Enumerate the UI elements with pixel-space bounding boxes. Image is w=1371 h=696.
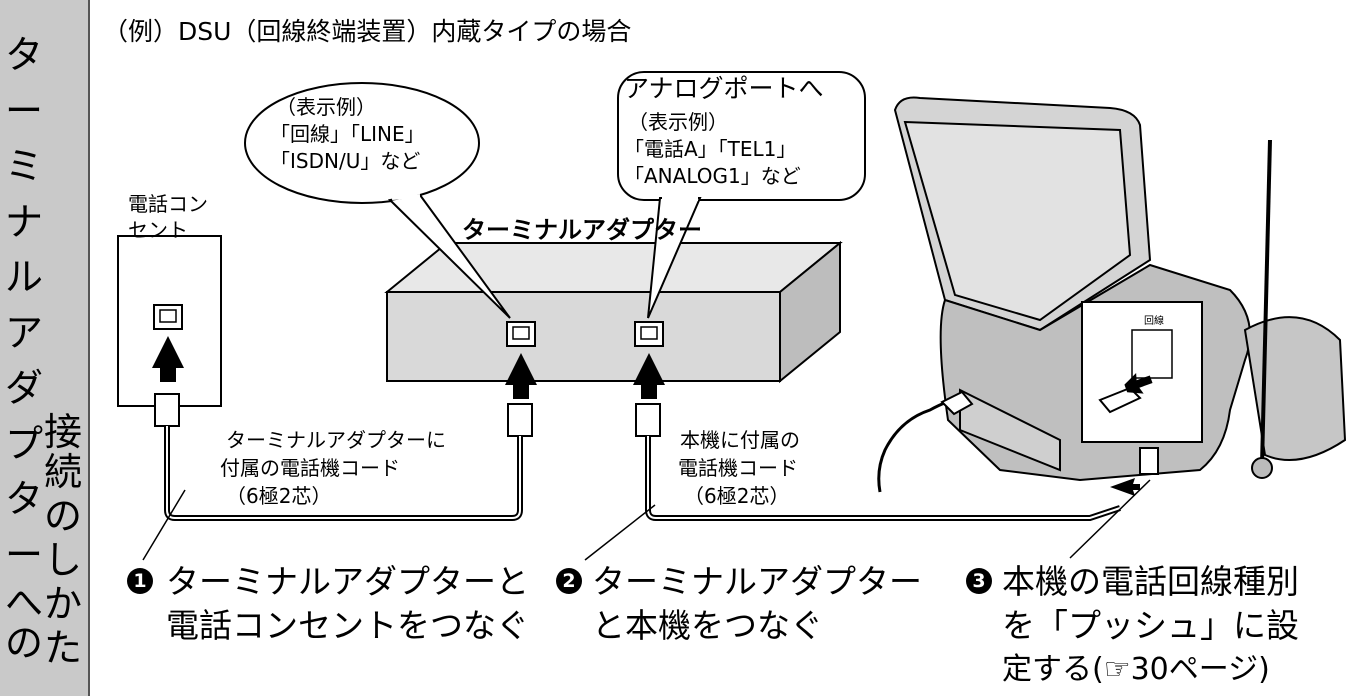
sidebar-char: の (43, 494, 82, 538)
device-port-label: 回線 (1144, 316, 1164, 327)
sidebar-char: し (43, 538, 82, 582)
outlet-label-line2: セント (128, 218, 188, 242)
outlet-jack-icon (153, 304, 183, 330)
bubble-right-line1: アナログポートへ (624, 74, 824, 103)
bubble-left-line2: 「回線」「LINE」 (270, 122, 425, 146)
sidebar-char: か (43, 582, 82, 626)
bubble-right-line4: 「ANALOG1」など (624, 164, 801, 188)
step-2-number: 2 (556, 568, 582, 594)
cord-right-line2: 電話機コード (678, 456, 798, 480)
arrow-right-icon (1110, 372, 1153, 496)
bubble-left-line3: 「ISDN/U」など (270, 149, 421, 173)
sidebar-char: の (4, 621, 43, 665)
sidebar-char: ル (4, 255, 43, 299)
sidebar-char: ー (4, 88, 43, 133)
step-1-line1: ターミナルアダプターと (166, 562, 529, 601)
cord-right-line3: （6極2芯） (684, 484, 790, 508)
sidebar-title: タ ー ミ ナ ル ア ダ プ タ ー (4, 28, 44, 583)
sidebar-char: タ (4, 33, 43, 77)
adapter-front (386, 291, 781, 382)
sidebar-char: タ (4, 477, 43, 521)
cord-right-line1: 本機に付属の (680, 428, 800, 452)
fax-machine (877, 96, 1347, 493)
bubble-left-line1: （表示例） (276, 95, 376, 119)
cord-left-line1: ターミナルアダプターに (226, 428, 446, 452)
adapter-jack-analog-icon (634, 321, 664, 347)
bubble-left (244, 82, 511, 319)
plug-adapter-analog (635, 403, 661, 437)
page-heading: （例）DSU（回線終端装置）内蔵タイプの場合 (103, 17, 632, 46)
sidebar: タ ー ミ ナ ル ア ダ プ タ ー へ の 接 続 の し か た (0, 0, 90, 696)
bubble-right-line3: 「電話A」「TEL1」 (624, 137, 797, 161)
adapter-jack-line-icon (506, 321, 536, 347)
step-3-line1: 本機の電話回線種別 (1002, 562, 1299, 601)
sidebar-char: ア (4, 310, 43, 355)
plug-outlet (154, 393, 180, 427)
sidebar-char: へ (4, 581, 43, 625)
sidebar-title-cont: へ の (4, 583, 44, 663)
adapter-label: ターミナルアダプター (462, 216, 702, 244)
sidebar-char: 接 (43, 410, 82, 454)
sidebar-char: ダ (4, 366, 43, 410)
sidebar-char: プ (4, 421, 43, 466)
sidebar-subtitle: 接 続 の し か た (42, 410, 84, 670)
bubble-right-line2: （表示例） (628, 110, 728, 134)
sidebar-char: た (43, 626, 82, 670)
step-1-number: 1 (127, 568, 153, 594)
step-2-line1: ターミナルアダプター (592, 562, 922, 601)
outlet-label-line1: 電話コン (128, 192, 208, 216)
step-1-line2: 電話コンセントをつなぐ (166, 606, 529, 645)
step-3-line2: を「プッシュ」に設 (1002, 606, 1299, 645)
sidebar-char: ミ (4, 144, 43, 188)
bubble-right (617, 71, 866, 319)
step-3-line3: 定する(☞30ページ) (1002, 652, 1270, 687)
step-3-number: 3 (966, 568, 992, 594)
cord-left-line3: （6極2芯） (226, 484, 332, 508)
sidebar-char: ナ (4, 199, 43, 244)
arrow-up-icon (152, 336, 665, 399)
cord-left-line2: 付属の電話機コード (220, 456, 400, 480)
sidebar-char: 続 (43, 450, 82, 494)
sidebar-char: ー (4, 532, 43, 577)
plug-adapter-line (507, 403, 533, 437)
step-2-line2: と本機をつなぐ (592, 606, 823, 645)
